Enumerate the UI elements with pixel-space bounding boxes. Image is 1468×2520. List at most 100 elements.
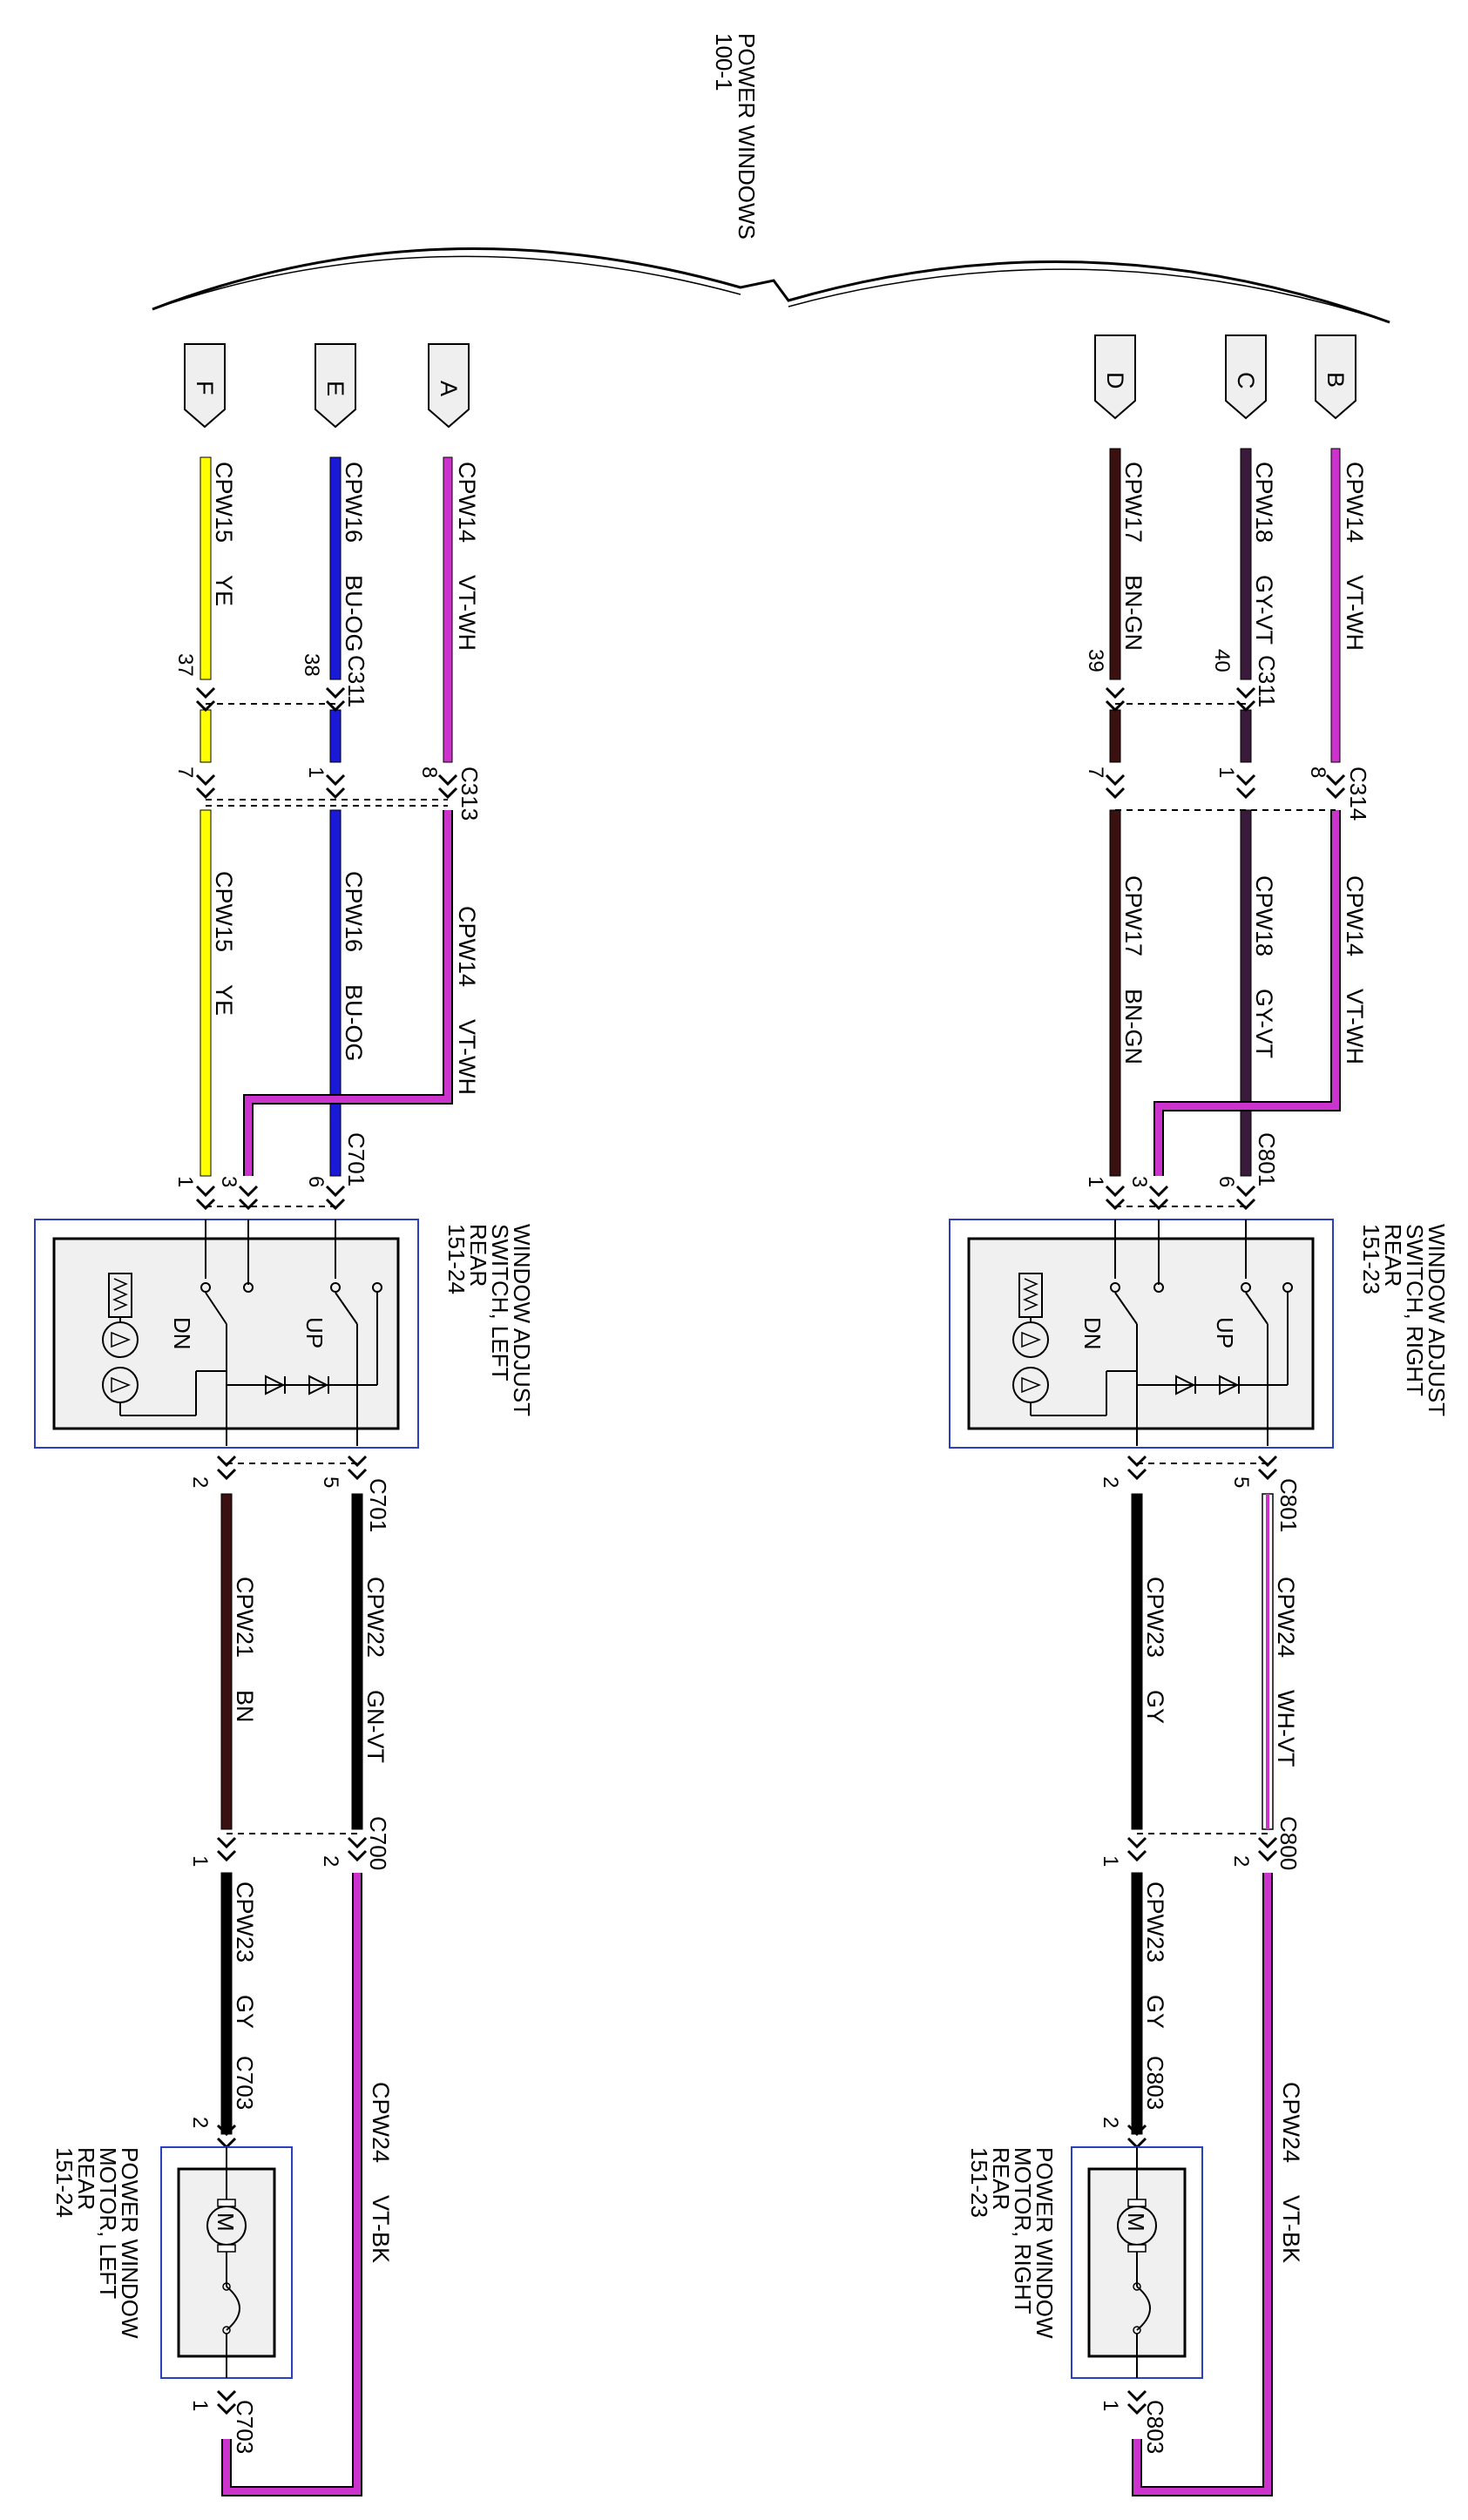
- left-window-switch: DN UP: [34, 1219, 419, 1449]
- pin-37: 37: [173, 653, 197, 677]
- right-motor-line1: POWER WINDOW: [1032, 2147, 1058, 2339]
- connector-c801-bottom: 2 5 C801: [1099, 1455, 1302, 1532]
- left-motor-line1: POWER WINDOW: [117, 2147, 143, 2339]
- connector-label-c700: C700: [365, 1816, 391, 1870]
- label-cpw16-color-lower: BU-OG: [341, 984, 367, 1062]
- connector-label-c701-top: C701: [343, 1132, 369, 1186]
- flag-label-f: F: [192, 381, 218, 395]
- label-cpw24-color-right: VT-BK: [1278, 2195, 1304, 2263]
- wire-cpw15-upper: [200, 456, 212, 1177]
- pin-1-c800: 1: [1099, 1855, 1122, 1867]
- connector-label-c803-top: C803: [1142, 2056, 1168, 2110]
- left-switch-title: WINDOW ADJUST SWITCH, LEFT REAR 151-24: [443, 1224, 535, 1416]
- label-cpw16-color: BU-OG: [341, 575, 367, 652]
- continuation-flag-c: C: [1225, 334, 1267, 420]
- pin-1: 1: [304, 767, 328, 778]
- label-cpw14r-color-lower: VT-WH: [1342, 989, 1368, 1064]
- motor-m-label-left: M: [213, 2213, 239, 2232]
- right-switch-line3: REAR: [1380, 1224, 1406, 1287]
- switch-up-label-right: UP: [1212, 1317, 1238, 1348]
- label-cpw22-color: GN-VT: [362, 1690, 389, 1763]
- right-lower-harness: 2 5 C801 CPW23 GY CPW24 WH-VT 1 2 C800 C…: [966, 1455, 1304, 2496]
- pin-1-motor-right: 1: [1099, 2400, 1122, 2411]
- left-switch-line1: WINDOW ADJUST: [509, 1224, 535, 1416]
- pin-3-switch: 3: [217, 1176, 240, 1187]
- label-cpw14-color: VT-WH: [454, 575, 480, 651]
- left-motor: 2 M 1 C703: [160, 2117, 293, 2454]
- connector-label-c313: C313: [457, 767, 483, 821]
- label-cpw21-circuit: CPW21: [232, 1577, 258, 1658]
- pin-40: 40: [1210, 649, 1234, 672]
- label-cpw17-circuit-lower: CPW17: [1120, 875, 1147, 956]
- left-switch-line4: 151-24: [443, 1224, 470, 1294]
- switch-up-label-left: UP: [301, 1317, 328, 1348]
- continuation-flag-b: B: [1315, 334, 1356, 420]
- connector-c701-top: 1 3 6 C701: [173, 1132, 369, 1211]
- wire-cpw14-right-upper: [1153, 448, 1341, 1176]
- left-upper-harness: F E A CPW15 YE CPW16: [173, 343, 483, 1211]
- title-block: POWER WINDOWS 100-1: [152, 33, 1390, 324]
- right-motor-line2: MOTOR, RIGHT: [1010, 2147, 1036, 2314]
- connector-label-c311-right: C311: [1254, 655, 1280, 707]
- continuation-flag-d: D: [1094, 334, 1136, 420]
- label-cpw16-circuit-lower: CPW16: [341, 871, 367, 952]
- pin-1-motor-left: 1: [188, 2400, 212, 2411]
- left-motor-title: POWER WINDOW MOTOR, LEFT REAR 151-24: [51, 2147, 143, 2339]
- flag-label-e: E: [322, 381, 348, 396]
- pin-7: 7: [173, 767, 197, 778]
- left-motor-line2: MOTOR, LEFT: [95, 2147, 121, 2299]
- pin-2-c700: 2: [319, 1855, 342, 1867]
- label-cpw24-circuit-right: CPW24: [1278, 2082, 1304, 2163]
- connector-label-c800: C800: [1275, 1816, 1302, 1870]
- right-switch-line1: WINDOW ADJUST: [1424, 1224, 1450, 1416]
- connector-c311-left: 37 38 C311: [173, 653, 369, 713]
- label-cpw14r-color: VT-WH: [1342, 575, 1368, 651]
- left-lower-harness: 2 5 C701 CPW21 BN CPW22 GN-VT 1 2 C700 C…: [51, 1455, 394, 2496]
- connector-c801-top: 1 3 6 C801: [1084, 1132, 1280, 1211]
- left-motor-line3: REAR: [73, 2147, 99, 2210]
- right-switch-line2: SWITCH, RIGHT: [1402, 1224, 1428, 1396]
- pin-39: 39: [1084, 649, 1107, 672]
- label-cpw24-circuit-left: CPW24: [368, 2082, 394, 2163]
- connector-c701-bottom: 2 5 C701: [188, 1455, 391, 1532]
- label-cpw22-circuit: CPW22: [362, 1577, 389, 1658]
- right-motor-title: POWER WINDOW MOTOR, RIGHT REAR 151-23: [966, 2147, 1058, 2339]
- label-cpw18-color-lower: GY-VT: [1251, 989, 1277, 1058]
- label-cpw14-color-lower: VT-WH: [454, 1019, 480, 1095]
- right-upper-harness: D C B CPW17 BN-GN CPW18 GY-VT CPW1: [1084, 334, 1371, 1211]
- label-cpw24-color-right-upper: WH-VT: [1273, 1690, 1299, 1767]
- label-cpw18-circuit: CPW18: [1251, 462, 1277, 543]
- label-cpw15-circuit: CPW15: [211, 462, 237, 543]
- pin-6-switch-right: 6: [1214, 1176, 1238, 1187]
- label-cpw16-circuit: CPW16: [341, 462, 367, 543]
- connector-label-c801-top: C801: [1254, 1132, 1280, 1186]
- pin-2-switch-left: 2: [188, 1476, 212, 1488]
- right-motor-line3: REAR: [988, 2147, 1014, 2210]
- pin-2-motor-left: 2: [188, 2117, 212, 2128]
- label-cpw14r-circuit-lower: CPW14: [1342, 875, 1368, 956]
- connector-c800: 1 2 C800: [1099, 1816, 1302, 1870]
- connector-c313: 7 1 8 C313: [173, 767, 483, 821]
- pin-7-c314: 7: [1084, 767, 1107, 778]
- left-switch-line2: SWITCH, LEFT: [487, 1224, 513, 1382]
- label-cpw23-circuit-right-upper: CPW23: [1142, 1577, 1168, 1658]
- motor-m-label-right: M: [1123, 2213, 1149, 2232]
- label-cpw17-circuit: CPW17: [1120, 462, 1147, 543]
- connector-label-c311-left: C311: [343, 655, 369, 707]
- switch-dn-label-left: DN: [169, 1317, 195, 1350]
- connector-c314: 7 1 8 C314: [1084, 767, 1371, 821]
- pin-38: 38: [300, 653, 323, 677]
- pin-8: 8: [417, 767, 441, 778]
- pin-3-switch-right: 3: [1127, 1176, 1151, 1187]
- label-cpw14-circuit: CPW14: [454, 462, 480, 543]
- pin-1-c700: 1: [188, 1855, 212, 1867]
- switch-dn-label-right: DN: [1079, 1317, 1106, 1350]
- label-cpw17-color-lower: BN-GN: [1120, 989, 1147, 1064]
- connector-c311-right: 39 40 C311: [1084, 649, 1280, 713]
- connector-label-c801-bottom: C801: [1275, 1478, 1302, 1532]
- wire-cpw17-upper: [1109, 448, 1121, 1177]
- label-cpw15-color: YE: [211, 575, 237, 606]
- label-cpw15-circuit-lower: CPW15: [211, 871, 237, 952]
- label-cpw14r-circuit: CPW14: [1342, 462, 1368, 543]
